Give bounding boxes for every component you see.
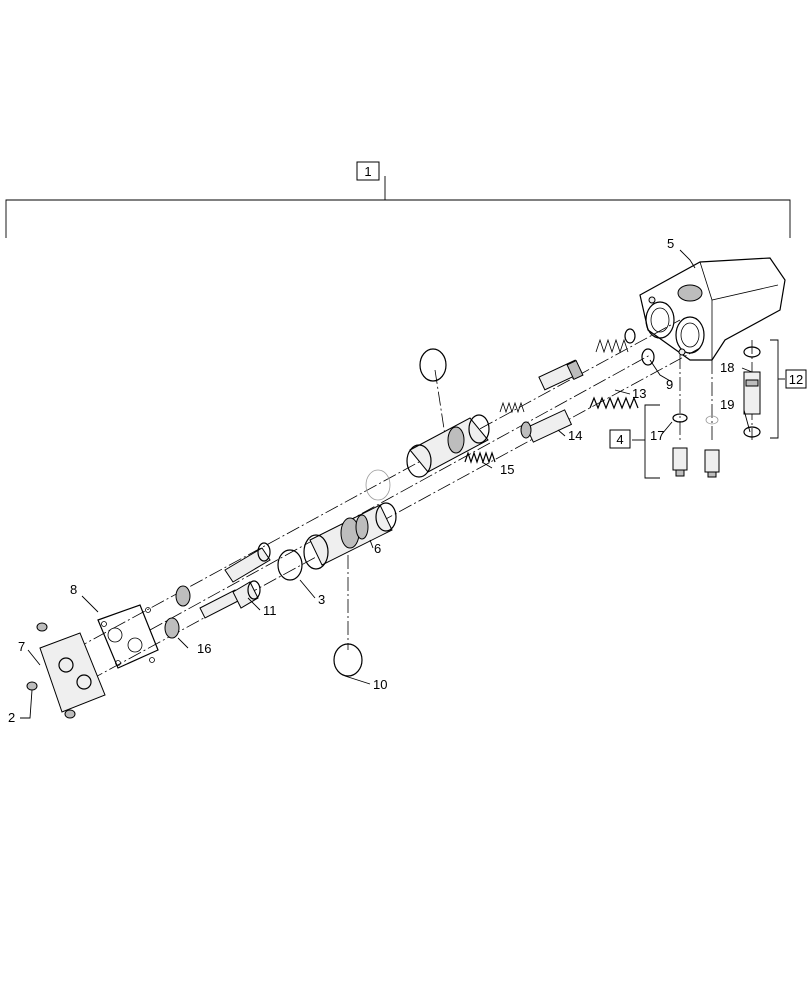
callout-14: 14 [568, 428, 582, 443]
spool-upper [538, 359, 584, 391]
callout-13: 13 [632, 386, 646, 401]
sleeve-6 [303, 502, 397, 570]
bushing [224, 542, 271, 583]
bolts-2 [26, 622, 76, 719]
o-ring-9 [641, 348, 655, 366]
spring-small [499, 401, 525, 414]
seal-upper [175, 585, 191, 607]
plunger-11 [199, 580, 261, 619]
callout-12: 12 [789, 372, 803, 387]
cartridge-upper [406, 414, 490, 478]
o-ring-ghost [365, 469, 391, 501]
o-ring-ghost-2 [705, 415, 719, 425]
spring-13 [589, 396, 639, 410]
o-ring-3 [277, 549, 303, 581]
callout-4: 4 [616, 432, 623, 447]
callout-8: 8 [70, 582, 77, 597]
bracket-4: 4 [609, 404, 660, 479]
o-ring-top [419, 348, 447, 382]
spring-15 [464, 451, 496, 464]
poppet-14 [520, 409, 573, 443]
callout-6: 6 [374, 541, 381, 556]
callout-19: 19 [720, 397, 734, 412]
valve-18 [743, 371, 761, 415]
callout-17: 17 [650, 428, 664, 443]
leader-lines [20, 249, 753, 719]
callout-5: 5 [667, 236, 674, 251]
o-ring-small [624, 328, 636, 344]
callout-2: 2 [8, 710, 15, 725]
o-ring-18 [743, 346, 761, 358]
fitting-17 [672, 447, 688, 477]
callout-11: 11 [263, 603, 277, 618]
callout-7: 7 [18, 639, 25, 654]
callout-10: 10 [373, 677, 387, 692]
cover-plate-7 [39, 632, 106, 713]
seal-16 [164, 617, 180, 639]
callout-15: 15 [500, 462, 514, 477]
callout-1: 1 [364, 164, 371, 179]
callout-9: 9 [666, 377, 673, 392]
o-ring-10 [333, 643, 363, 677]
spring-upper [595, 338, 629, 354]
callout-3: 3 [318, 592, 325, 607]
o-ring-17 [672, 413, 688, 423]
gasket-8 [97, 604, 159, 669]
assembly-bracket: 1 [5, 161, 791, 238]
fitting-right [704, 449, 720, 478]
o-ring-19 [743, 426, 761, 438]
callout-18: 18 [720, 360, 734, 375]
center-lines [54, 319, 753, 681]
callout-16: 16 [197, 641, 211, 656]
valve-housing [639, 257, 786, 361]
bracket-12: 12 [770, 339, 807, 439]
